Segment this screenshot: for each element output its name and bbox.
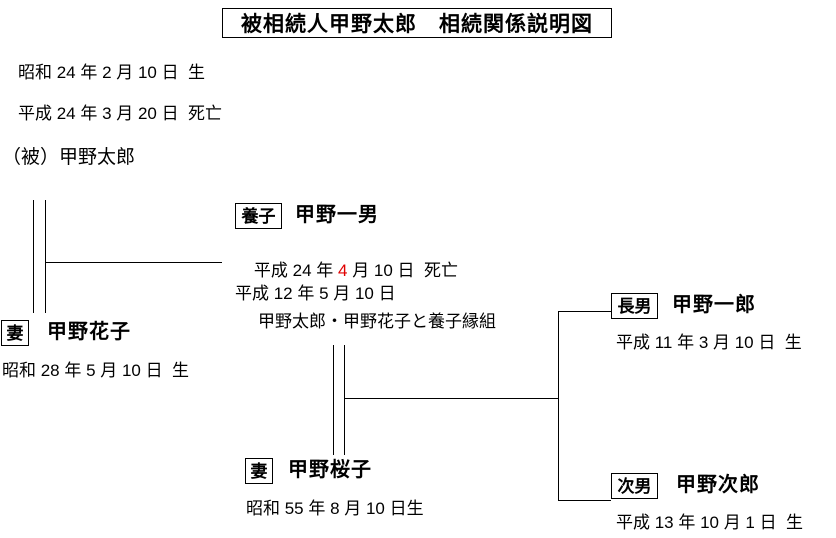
children-bracket-stub-jiro: [558, 500, 611, 501]
tag-son-jiro: 次男: [611, 473, 658, 499]
marriage-line-taro-hanako-right: [45, 200, 46, 313]
death-date-prefix: 平成 24 年: [253, 261, 338, 280]
name-son-ichiro: 甲野一郎: [672, 294, 756, 316]
birth-wife-hanako: 昭和 28 年 5 月 10 日 生: [2, 361, 190, 380]
children-bracket-stub-ichiro: [558, 311, 611, 312]
branch-line-to-adopted-child: [45, 262, 222, 263]
children-bracket-vertical: [558, 311, 559, 501]
adoption-note-adopted-kazuo: 甲野太郎・甲野花子と養子縁組: [258, 312, 496, 331]
name-son-jiro: 甲野次郎: [676, 474, 760, 496]
tag-adopted-kazuo: 養子: [235, 203, 282, 229]
marriage-line-kazuo-sakurako-right: [344, 345, 345, 455]
tag-son-ichiro: 長男: [611, 293, 658, 319]
diagram-title-box: 被相続人甲野太郎 相続関係説明図: [222, 8, 612, 38]
decedent-name: （被）甲野太郎: [2, 147, 136, 168]
tag-wife-hanako: 妻: [1, 320, 29, 346]
birth-son-ichiro: 平成 11 年 3 月 10 日 生: [616, 333, 802, 352]
tag-wife-sakurako: 妻: [245, 458, 273, 484]
marriage-line-taro-hanako-left: [33, 200, 34, 313]
decedent-birth-date: 昭和 24 年 2 月 10 日 生: [18, 63, 206, 82]
death-adopted-kazuo: 平成 24 年 4 月 10 日 死亡: [235, 245, 458, 296]
name-adopted-kazuo: 甲野一男: [295, 204, 379, 226]
adoption-date-adopted-kazuo: 平成 12 年 5 月 10 日: [235, 284, 396, 303]
death-month-highlight: 4: [338, 261, 348, 280]
branch-line-to-children: [344, 398, 559, 399]
decedent-death-date: 平成 24 年 3 月 20 日 死亡: [18, 104, 223, 123]
birth-son-jiro: 平成 13 年 10 月 1 日 生: [616, 513, 804, 532]
birth-wife-sakurako: 昭和 55 年 8 月 10 日生: [246, 499, 424, 518]
marriage-line-kazuo-sakurako-left: [333, 345, 334, 455]
name-wife-sakurako: 甲野桜子: [288, 459, 372, 481]
death-date-suffix: 月 10 日 死亡: [347, 261, 458, 280]
name-wife-hanako: 甲野花子: [47, 321, 131, 343]
diagram-title: 被相続人甲野太郎 相続関係説明図: [241, 13, 593, 36]
